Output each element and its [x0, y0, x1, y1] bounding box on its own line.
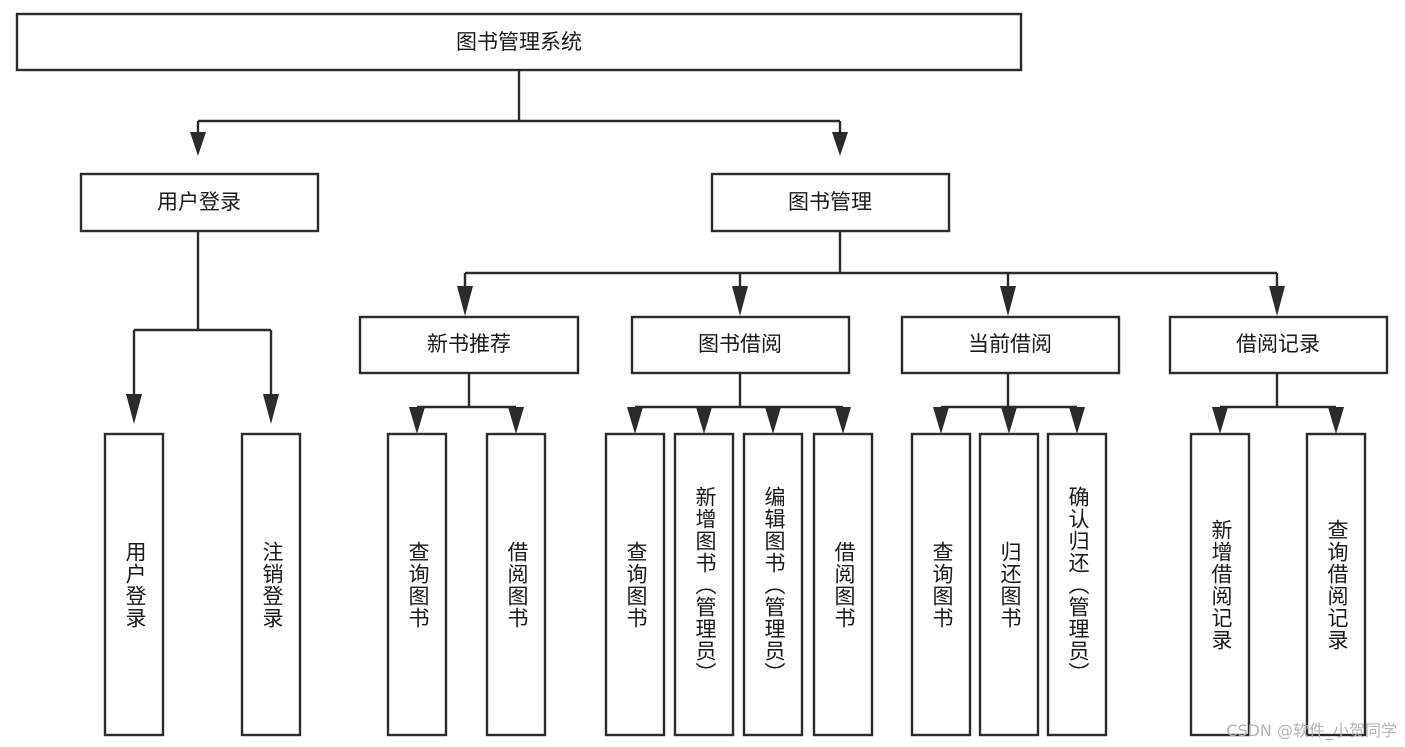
node-leaf-query-book-2-label: 查询图书 — [624, 541, 648, 629]
node-user-login-label: 用户登录 — [157, 190, 241, 214]
arrow-to-leaf-query-record — [1328, 407, 1344, 434]
node-current-borrow-box[interactable] — [900, 315, 1121, 375]
arrow-to-leaf-logout — [263, 394, 279, 424]
arrow-to-leaf-confirm-return — [1069, 407, 1085, 434]
node-leaf-query-book-3-box[interactable] — [910, 432, 972, 737]
node-leaf-borrow-book-2[interactable]: 借阅图书 — [812, 432, 874, 737]
arrow-to-book-borrow — [732, 286, 748, 316]
arrow-to-leaf-query-book-2 — [627, 407, 643, 434]
node-leaf-edit-book-label: 编辑图书（管理员） — [762, 486, 786, 684]
node-new-book-recommend[interactable]: 新书推荐 — [358, 315, 580, 375]
node-leaf-query-book-1-label: 查询图书 — [406, 541, 430, 629]
connector-group-book-borrow — [627, 372, 851, 434]
node-leaf-query-record-label: 查询借阅记录 — [1325, 519, 1349, 651]
node-leaf-query-book-2-box[interactable] — [604, 432, 666, 737]
node-new-book-recommend-label: 新书推荐 — [427, 332, 511, 356]
node-leaf-query-record[interactable]: 查询借阅记录 — [1305, 432, 1367, 737]
connector-group-current-borrow — [933, 372, 1085, 434]
node-leaf-user-login[interactable]: 用户登录 — [103, 432, 165, 737]
node-user-login-box[interactable] — [79, 172, 320, 233]
node-leaf-borrow-book-2-box[interactable] — [812, 432, 874, 737]
node-root-label: 图书管理系统 — [456, 30, 582, 54]
node-leaf-add-record[interactable]: 新增借阅记录 — [1189, 432, 1251, 737]
node-book-borrow-box[interactable] — [630, 315, 851, 375]
node-leaf-query-book-1[interactable]: 查询图书 — [386, 432, 448, 737]
arrow-to-leaf-edit-book — [765, 407, 781, 434]
node-root-box[interactable] — [15, 12, 1023, 72]
arrow-to-leaf-query-book-1 — [409, 407, 425, 434]
node-new-book-recommend-box[interactable] — [358, 315, 580, 375]
node-leaf-add-record-box[interactable] — [1189, 432, 1251, 737]
node-leaf-edit-book-box[interactable] — [742, 432, 804, 737]
arrow-to-user-login — [190, 132, 206, 156]
arrow-to-leaf-borrow-book-2 — [835, 407, 851, 434]
arrow-to-leaf-add-record — [1212, 407, 1228, 434]
node-book-borrow-label: 图书借阅 — [698, 332, 782, 356]
node-leaf-user-login-box[interactable] — [103, 432, 165, 737]
node-book-borrow[interactable]: 图书借阅 — [630, 315, 851, 375]
arrow-to-borrow-record — [1269, 286, 1285, 316]
node-leaf-logout[interactable]: 注销登录 — [240, 432, 302, 737]
connector-group-new-book-recommend — [409, 372, 524, 434]
connector-group-book-manage — [457, 231, 1285, 316]
node-leaf-query-book-1-box[interactable] — [386, 432, 448, 737]
arrow-to-leaf-query-book-3 — [933, 407, 949, 434]
arrow-to-leaf-borrow-book-1 — [508, 407, 524, 434]
node-leaf-query-book-2[interactable]: 查询图书 — [604, 432, 666, 737]
node-current-borrow-label: 当前借阅 — [968, 332, 1052, 356]
node-leaf-confirm-return[interactable]: 确认归还（管理员） — [1046, 432, 1108, 737]
node-leaf-return-book-label: 归还图书 — [998, 541, 1022, 629]
node-leaf-borrow-book-1-label: 借阅图书 — [505, 541, 529, 629]
node-leaf-logout-label: 注销登录 — [260, 541, 284, 629]
node-borrow-record-box[interactable] — [1168, 315, 1389, 375]
arrow-to-new-book-recommend — [457, 286, 473, 316]
node-leaf-query-record-box[interactable] — [1305, 432, 1367, 737]
node-borrow-record-label: 借阅记录 — [1236, 332, 1320, 356]
node-leaf-borrow-book-2-label: 借阅图书 — [832, 541, 856, 629]
node-root[interactable]: 图书管理系统 — [15, 12, 1023, 72]
connector-group-root — [190, 70, 848, 156]
node-current-borrow[interactable]: 当前借阅 — [900, 315, 1121, 375]
node-book-manage-label: 图书管理 — [788, 190, 872, 214]
node-leaf-query-book-3[interactable]: 查询图书 — [910, 432, 972, 737]
node-leaf-borrow-book-1[interactable]: 借阅图书 — [485, 432, 547, 737]
node-leaf-add-record-label: 新增借阅记录 — [1209, 519, 1233, 651]
node-book-manage[interactable]: 图书管理 — [710, 172, 951, 233]
node-leaf-return-book[interactable]: 归还图书 — [978, 432, 1040, 737]
node-leaf-borrow-book-1-box[interactable] — [485, 432, 547, 737]
node-leaf-edit-book[interactable]: 编辑图书（管理员） — [742, 432, 804, 737]
node-leaf-confirm-return-label: 确认归还（管理员） — [1066, 486, 1090, 684]
connector-group-user-login — [126, 231, 279, 424]
arrow-to-current-borrow — [1000, 286, 1016, 316]
arrow-to-leaf-return-book — [1001, 407, 1017, 434]
node-leaf-logout-box[interactable] — [240, 432, 302, 737]
node-user-login[interactable]: 用户登录 — [79, 172, 320, 233]
node-leaf-confirm-return-box[interactable] — [1046, 432, 1108, 737]
node-leaf-user-login-label: 用户登录 — [123, 541, 147, 629]
node-leaf-add-book-box[interactable] — [673, 432, 735, 737]
node-book-manage-box[interactable] — [710, 172, 951, 233]
node-leaf-query-book-3-label: 查询图书 — [930, 541, 954, 629]
arrow-to-book-manage — [832, 132, 848, 156]
node-leaf-add-book[interactable]: 新增图书（管理员） — [673, 432, 735, 737]
arrow-to-leaf-add-book — [696, 407, 712, 434]
arrow-to-leaf-user-login — [126, 394, 142, 424]
connector-group-borrow-record — [1212, 372, 1344, 434]
node-borrow-record[interactable]: 借阅记录 — [1168, 315, 1389, 375]
node-leaf-return-book-box[interactable] — [978, 432, 1040, 737]
node-leaf-add-book-label: 新增图书（管理员） — [693, 486, 717, 684]
